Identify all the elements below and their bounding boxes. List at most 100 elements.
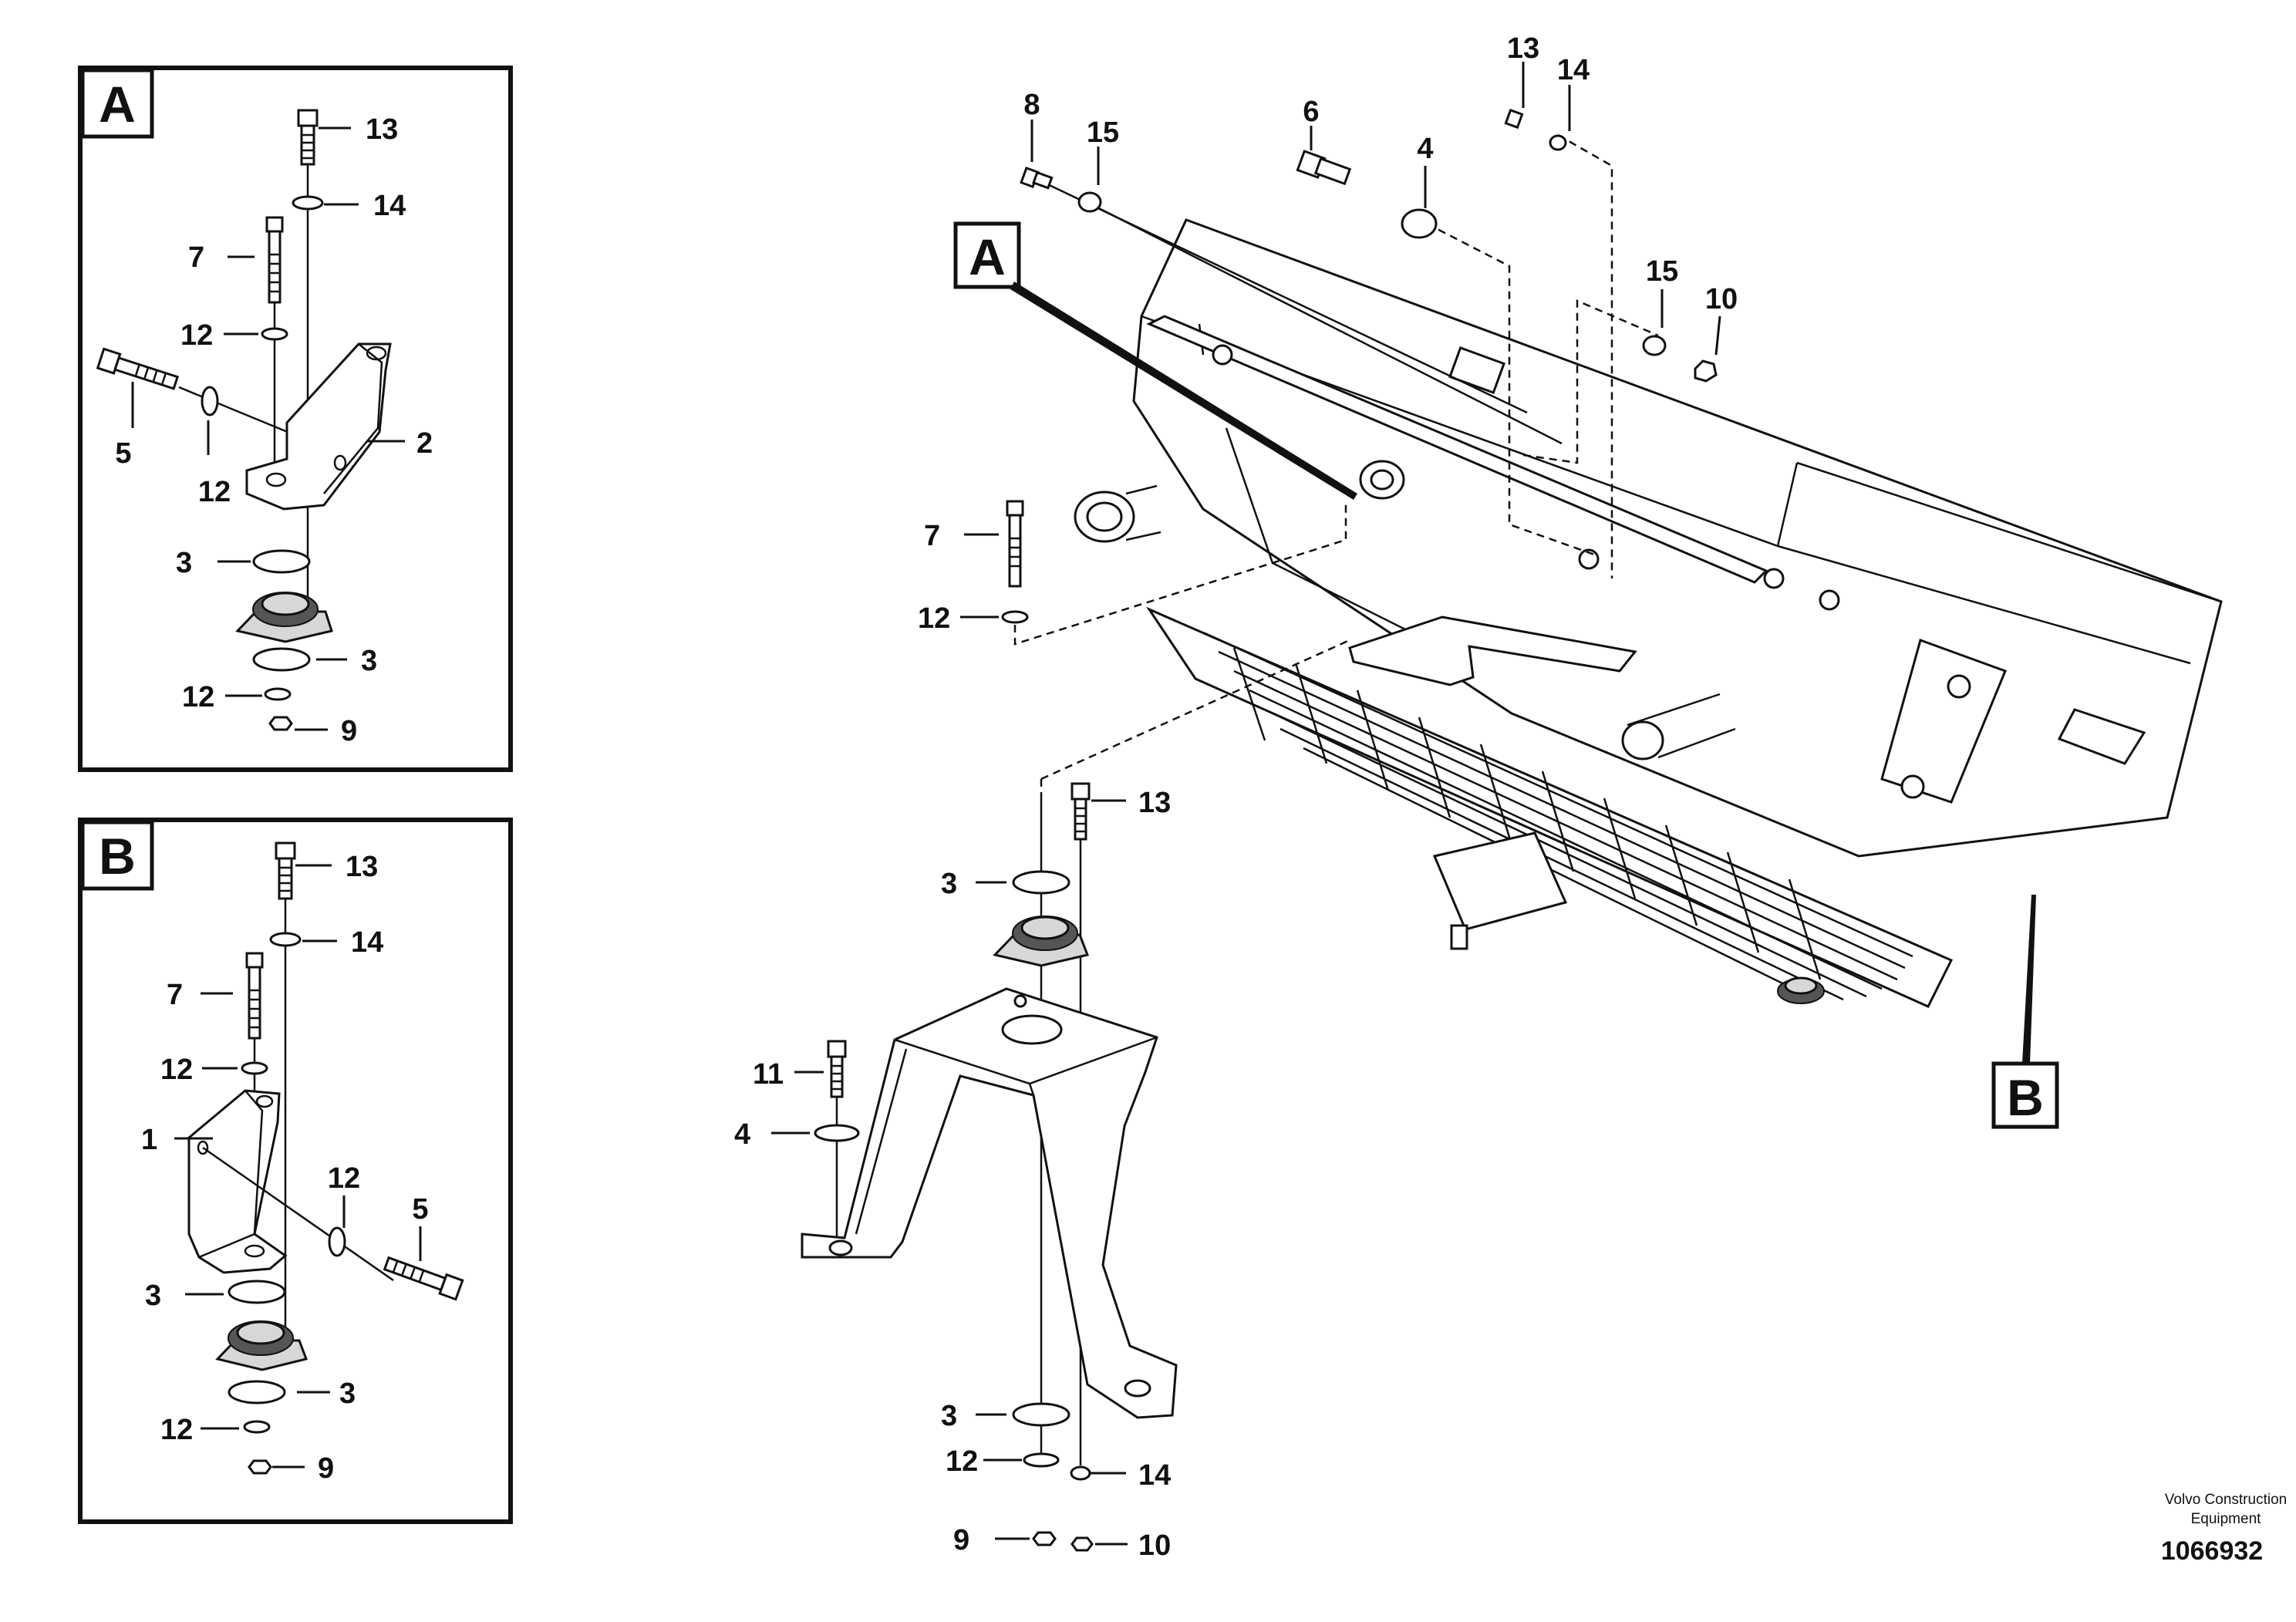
label-2: 2 <box>416 427 433 460</box>
inset-b-panel: B 13 14 7 12 1 <box>78 818 513 1524</box>
label-3-stand-bottom: 3 <box>941 1400 957 1432</box>
washer-14-top <box>1549 134 1567 151</box>
label-7: 7 <box>167 979 183 1011</box>
label-9: 9 <box>318 1452 334 1485</box>
inset-b-tag: B <box>99 828 136 885</box>
label-9-stand: 9 <box>953 1524 969 1556</box>
label-14: 14 <box>373 190 406 222</box>
washer-4-stand <box>814 1124 860 1142</box>
label-14: 14 <box>351 926 383 959</box>
label-4-stand: 4 <box>734 1118 750 1151</box>
label-9: 9 <box>341 715 357 747</box>
label-12-lower: 12 <box>182 681 214 713</box>
label-12-lower: 12 <box>160 1414 193 1446</box>
washer-12-side <box>328 1226 346 1257</box>
label-3-upper: 3 <box>176 547 192 579</box>
washer-4 <box>1401 208 1438 239</box>
label-1: 1 <box>141 1124 157 1156</box>
washer-3-lower <box>228 1380 286 1404</box>
hose-outlet <box>1074 484 1161 543</box>
leader-15 <box>1091 203 1563 445</box>
washer-12-lower <box>264 687 292 701</box>
label-3-lower: 3 <box>339 1378 356 1410</box>
label-12-side: 12 <box>328 1162 360 1195</box>
bolt-6 <box>1296 150 1352 186</box>
label-7: 7 <box>188 241 204 274</box>
bolt-13 <box>275 841 296 900</box>
label-14-stand: 14 <box>1138 1459 1171 1492</box>
bolt-7 <box>265 216 284 304</box>
bolt-8 <box>1020 166 1054 190</box>
nut-9 <box>268 716 293 731</box>
support-stand <box>801 987 1178 1419</box>
washer-12-main <box>1001 610 1029 624</box>
washer-14 <box>269 932 302 947</box>
main-assembly: 8 15 6 4 13 14 15 10 A <box>734 32 2223 1562</box>
label-10-top: 10 <box>1705 283 1738 315</box>
label-15-left: 15 <box>1087 116 1119 149</box>
label-13: 13 <box>346 851 378 883</box>
side-bracket-right <box>1880 639 2146 804</box>
leader-15-10 <box>1522 299 1659 464</box>
label-6: 6 <box>1303 96 1319 128</box>
label-3-upper: 3 <box>145 1280 161 1312</box>
washer-12-lower <box>243 1420 271 1434</box>
bracket-1 <box>187 1089 288 1274</box>
washer-12 <box>241 1061 268 1075</box>
washer-12-stand <box>1023 1452 1060 1468</box>
bolt-13 <box>297 109 319 166</box>
bolt-13-lower <box>1070 782 1091 841</box>
nut-10-stand <box>1070 1536 1094 1552</box>
label-7-main: 7 <box>924 520 940 552</box>
svg-text:A: A <box>969 228 1006 285</box>
bolt-13-top <box>1504 108 1524 130</box>
label-10-stand: 10 <box>1138 1529 1171 1562</box>
fan-motor <box>1432 831 1568 950</box>
washer-3-upper <box>228 1280 286 1304</box>
callout-a: A <box>953 221 1357 500</box>
nut-9-stand <box>1032 1531 1057 1546</box>
fitting-tube <box>1621 693 1736 760</box>
label-3-lower: 3 <box>361 645 377 677</box>
bolt-7-main <box>1006 500 1024 588</box>
bolt-5 <box>96 347 180 390</box>
footer: Volvo Construction Equipment 1066932 <box>2161 1492 2287 1566</box>
washer-12 <box>261 327 288 341</box>
bolt-5 <box>383 1256 464 1301</box>
label-12-side: 12 <box>198 476 231 508</box>
washer-3-upper <box>252 549 311 574</box>
label-14-top: 14 <box>1557 54 1590 86</box>
washer-15-right <box>1642 335 1667 356</box>
rubber-mount <box>215 1320 308 1371</box>
washer-15 <box>1077 191 1102 213</box>
bolt-7 <box>245 952 264 1040</box>
label-15-right: 15 <box>1646 255 1678 288</box>
leader-13-14 <box>1557 133 1613 578</box>
company-name-line1: Volvo Construction <box>2165 1492 2287 1508</box>
fan-grille <box>1145 606 1954 1008</box>
washer-3-stand-bottom <box>1012 1402 1070 1427</box>
document-number: 1066932 <box>2161 1536 2263 1566</box>
label-13: 13 <box>366 113 398 146</box>
rubber-mount <box>235 592 333 643</box>
label-5: 5 <box>115 437 131 470</box>
company-name-line2: Equipment <box>2191 1511 2262 1527</box>
label-3-stand-top: 3 <box>941 868 957 900</box>
callout-b: B <box>1991 895 2059 1129</box>
bracket-arm <box>1348 615 1637 686</box>
bolt-11 <box>827 1040 847 1098</box>
washer-3-lower <box>252 647 311 672</box>
washer-14-stand <box>1070 1465 1091 1481</box>
leader-stand <box>1040 639 1350 781</box>
bracket-2 <box>245 342 392 511</box>
leader-7-12 <box>1013 501 1347 646</box>
inset-a-tag: A <box>99 76 136 133</box>
label-12-main: 12 <box>918 602 950 635</box>
label-4-top: 4 <box>1417 133 1433 165</box>
nut-9 <box>248 1459 272 1475</box>
radiator-mount <box>1777 976 1825 1004</box>
label-12-stand: 12 <box>946 1445 978 1478</box>
label-5: 5 <box>412 1193 428 1226</box>
label-13-lower: 13 <box>1138 787 1171 819</box>
